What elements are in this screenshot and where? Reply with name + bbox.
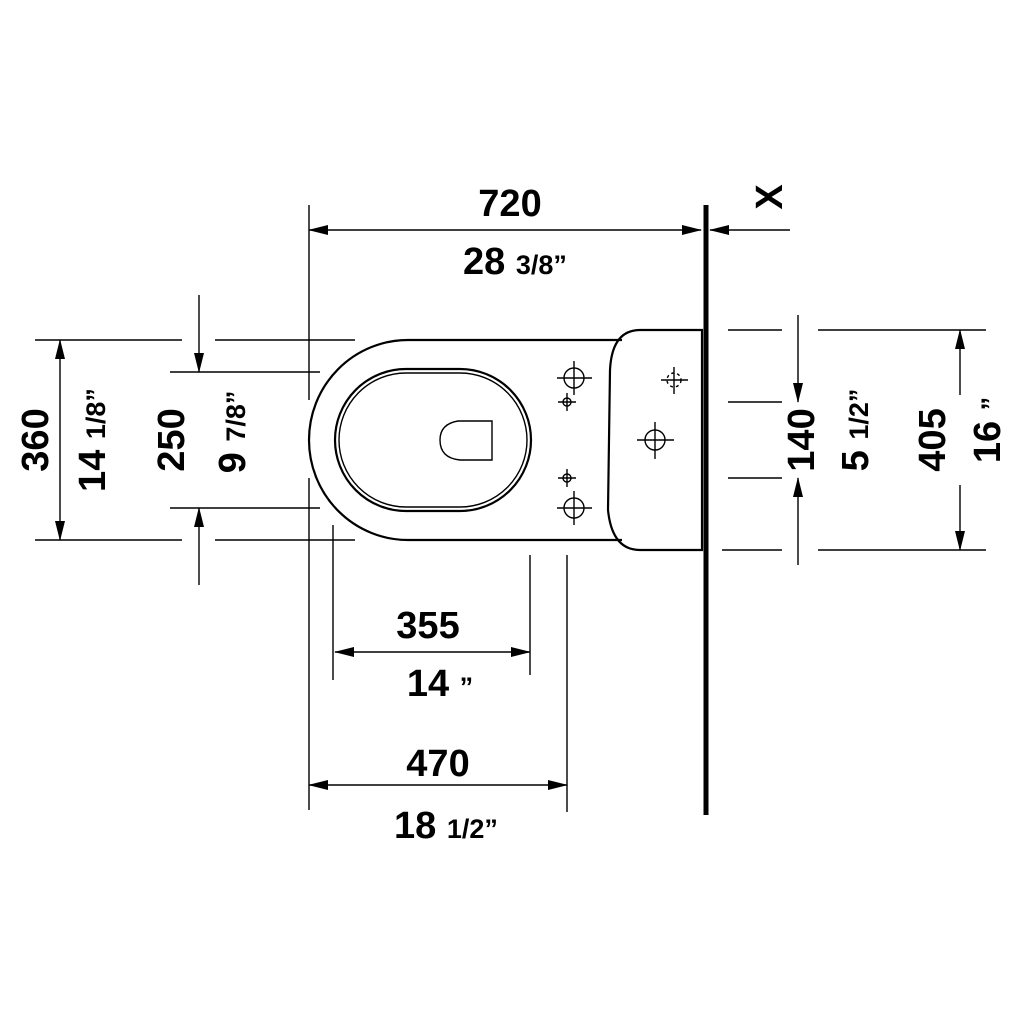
label-720-mm: 720: [478, 183, 541, 225]
toilet-plan-view: [307, 328, 704, 552]
label-355-in: 14 ”: [407, 663, 473, 705]
label-720-in: 28 3/8”: [463, 241, 567, 283]
label-470-mm: 470: [406, 743, 469, 785]
fixing-holes: [557, 361, 688, 525]
label-360-in: 14 1/8”: [72, 388, 114, 492]
dimension-lines: [55, 225, 965, 790]
label-405-mm: 405: [912, 408, 954, 471]
label-360-mm: 360: [15, 408, 57, 471]
label-wall-gap: X: [749, 184, 791, 210]
outlet-shape: [439, 420, 493, 461]
label-250-in: 9 7/8”: [212, 391, 254, 474]
extension-lines: [35, 205, 986, 812]
tank-outline: [606, 328, 704, 552]
label-470-in: 18 1/2”: [394, 805, 498, 847]
label-140-in: 5 1/2”: [835, 389, 877, 472]
bowl-outline: [307, 338, 622, 542]
label-405-in: 16 ”: [967, 397, 1009, 463]
label-250-mm: 250: [151, 408, 193, 471]
label-140-mm: 140: [781, 408, 823, 471]
seat-opening-outer: [333, 367, 533, 513]
label-355-mm: 355: [396, 605, 459, 647]
seat-opening-inner: [338, 372, 528, 508]
